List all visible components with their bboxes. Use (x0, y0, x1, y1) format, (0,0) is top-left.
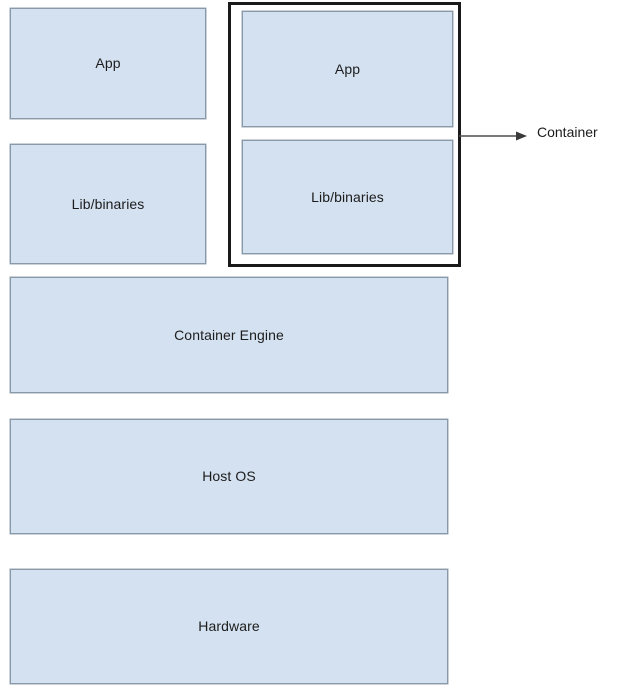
box-label: Lib/binaries (71, 195, 145, 212)
container-group: App Lib/binaries (228, 2, 461, 267)
container-callout: Container (459, 118, 644, 154)
box-label: Container Engine (174, 326, 284, 343)
box-app-container: App (242, 11, 453, 127)
box-label: App (334, 60, 361, 77)
box-container-engine: Container Engine (10, 277, 448, 393)
box-label: Lib/binaries (311, 188, 384, 205)
box-hardware: Hardware (10, 569, 448, 684)
box-label: Hardware (198, 618, 260, 635)
box-host-os: Host OS (10, 419, 448, 534)
box-lib-binaries-left: Lib/binaries (10, 144, 206, 264)
callout-arrow-icon (459, 131, 527, 141)
box-label: App (95, 55, 121, 72)
box-label: Host OS (202, 468, 256, 485)
box-app-left: App (10, 8, 206, 119)
box-lib-binaries-container: Lib/binaries (242, 140, 453, 254)
container-callout-label: Container (537, 124, 598, 140)
